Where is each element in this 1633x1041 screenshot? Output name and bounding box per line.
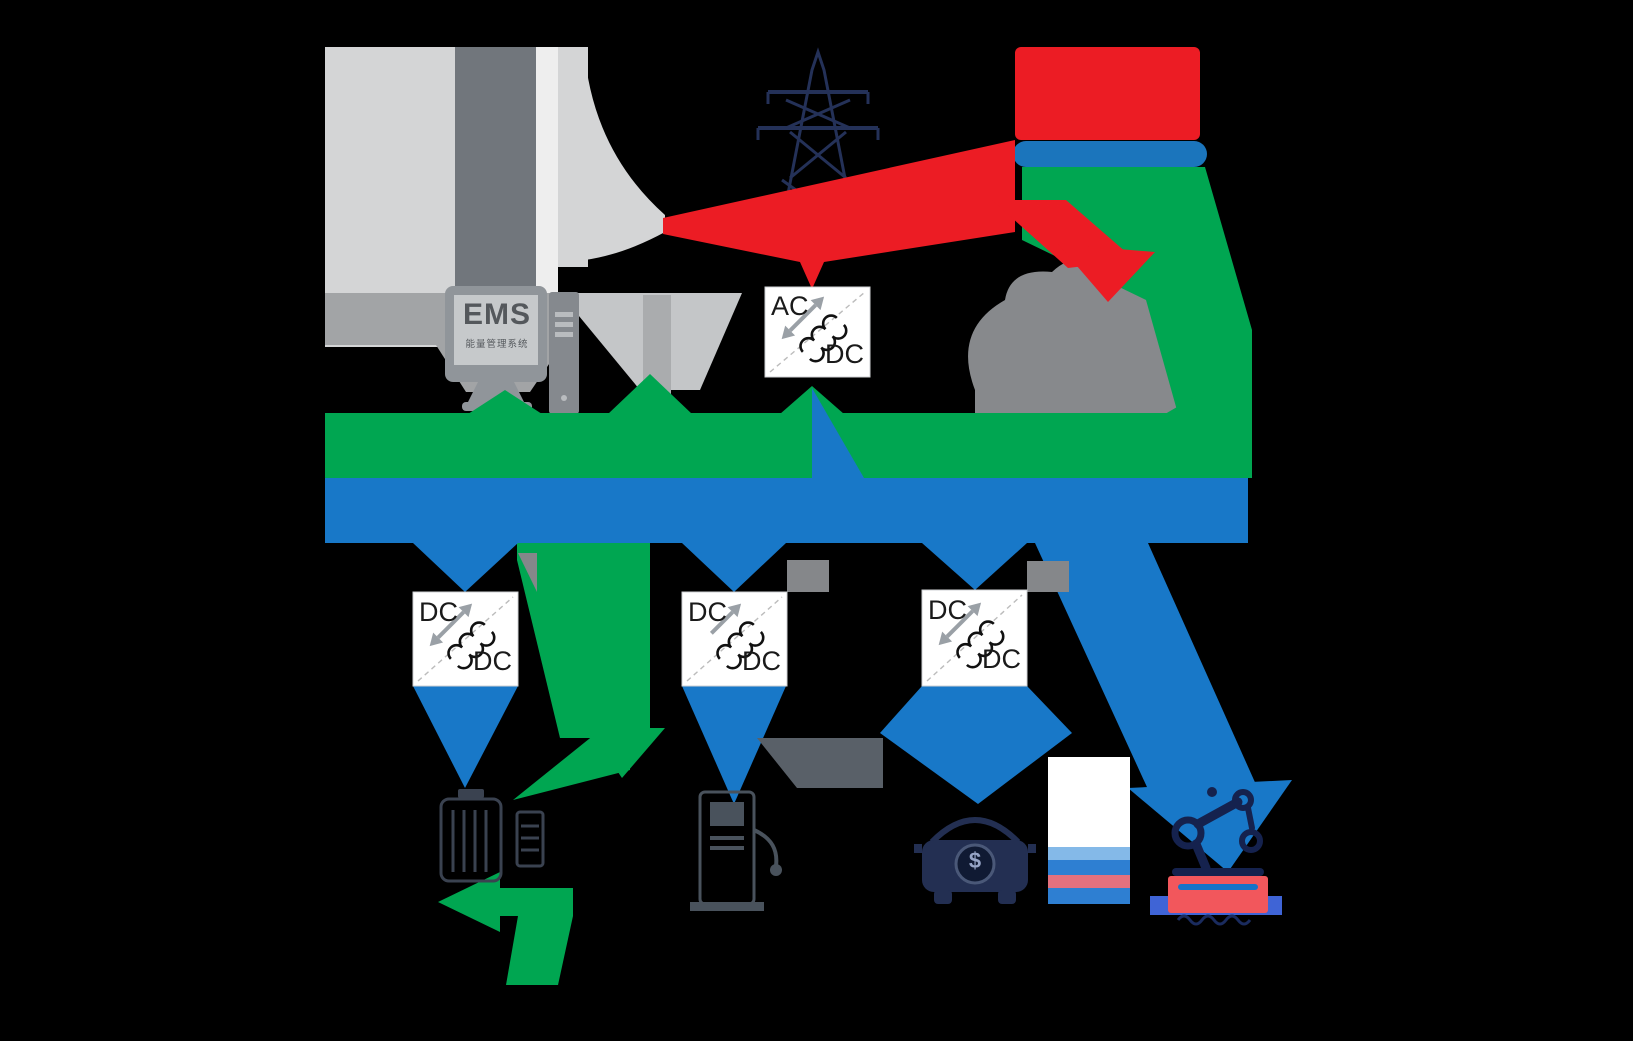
battery-icon (439, 789, 545, 883)
ems-computer-icon (445, 286, 579, 414)
blue-arrow-ev (682, 686, 786, 804)
blue-arrow-battery (413, 686, 518, 788)
robot-base (1168, 876, 1268, 913)
dc-dc-converter-battery (412, 591, 519, 687)
legend-red-block (1015, 47, 1200, 140)
ac-dc-converter (764, 286, 871, 378)
dc-dc-converter-ev (681, 591, 788, 687)
blue-arrow-v2g (880, 686, 1072, 804)
ev-charger-icon (690, 790, 782, 911)
v2g-car-icon (914, 817, 1036, 904)
comm-stubs (518, 553, 1069, 788)
legend-blue-bar (1013, 141, 1207, 167)
illegible-caption (1176, 914, 1252, 926)
red-flow-arrows (663, 47, 1200, 302)
factory-panel (1048, 757, 1130, 847)
robot-arm-icon (1171, 787, 1264, 876)
dollar-circle (954, 843, 996, 885)
dc-dc-converter-v2g (921, 589, 1028, 687)
power-plant-building (325, 47, 742, 417)
blue-flow-arrows (325, 141, 1292, 872)
blue-arrow-factory (1035, 543, 1262, 798)
red-grid-arrow (663, 140, 1015, 289)
smart-factory-asset (1048, 757, 1282, 926)
converter-boxes (412, 286, 1028, 687)
blue-dc-bus (325, 478, 1248, 543)
